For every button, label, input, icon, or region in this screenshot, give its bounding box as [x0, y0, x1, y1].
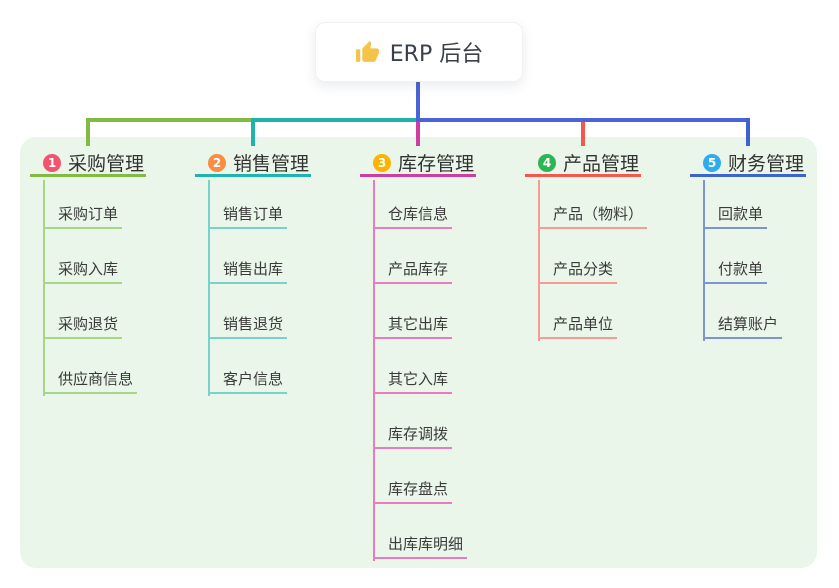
child-node[interactable]: 其它出库 — [373, 314, 453, 339]
child-node[interactable]: 采购退货 — [43, 314, 123, 339]
child-node[interactable]: 客户信息 — [208, 369, 288, 394]
child-label: 其它出库 — [388, 315, 449, 333]
child-node[interactable]: 仓库信息 — [373, 204, 453, 229]
branch-spine-line — [43, 180, 45, 396]
child-label: 库存盘点 — [388, 480, 449, 498]
child-node[interactable]: 结算账户 — [703, 314, 783, 339]
child-label: 采购入库 — [58, 260, 119, 278]
child-node[interactable]: 采购订单 — [43, 204, 123, 229]
child-label: 销售退货 — [223, 315, 284, 333]
branch-title-label: 采购管理 — [68, 153, 145, 175]
root-title: ERP 后台 — [389, 42, 484, 67]
root-stem-line — [416, 82, 420, 122]
child-label: 销售订单 — [223, 205, 284, 223]
child-label: 产品（物料） — [553, 205, 644, 223]
child-label: 产品单位 — [553, 315, 614, 333]
child-node[interactable]: 产品单位 — [538, 314, 618, 339]
thumbs-up-icon — [355, 40, 380, 65]
branch-node-finance[interactable]: 5 财务管理 — [690, 151, 806, 177]
rail-segment-teal — [251, 118, 418, 122]
child-label: 回款单 — [718, 205, 764, 223]
group-panel — [20, 137, 817, 568]
branch-node-purchase[interactable]: 1 采购管理 — [30, 151, 146, 177]
child-node[interactable]: 出库库明细 — [373, 534, 468, 559]
child-label: 付款单 — [718, 260, 764, 278]
child-label: 产品分类 — [553, 260, 614, 278]
child-node[interactable]: 回款单 — [703, 204, 768, 229]
child-node[interactable]: 销售出库 — [208, 259, 288, 284]
connector-drop — [581, 122, 585, 146]
child-node[interactable]: 供应商信息 — [43, 369, 138, 394]
branch-title-label: 财务管理 — [728, 153, 805, 175]
branch-title-label: 库存管理 — [398, 153, 475, 175]
child-label: 库存调拨 — [388, 425, 449, 443]
branch-spine-line — [703, 180, 705, 341]
branch-spine-line — [373, 180, 375, 561]
child-label: 产品库存 — [388, 260, 449, 278]
connector-drop — [746, 118, 750, 146]
child-node[interactable]: 产品分类 — [538, 259, 618, 284]
rail-segment-green — [86, 118, 253, 122]
child-node[interactable]: 产品库存 — [373, 259, 453, 284]
child-node[interactable]: 销售订单 — [208, 204, 288, 229]
branch-number-badge: 2 — [208, 153, 226, 172]
child-label: 仓库信息 — [388, 205, 449, 223]
branch-spine-line — [208, 180, 210, 396]
connector-drop — [416, 122, 420, 146]
branch-node-product[interactable]: 4 产品管理 — [525, 151, 641, 177]
child-node[interactable]: 产品（物料） — [538, 204, 648, 229]
branch-title-label: 产品管理 — [563, 153, 640, 175]
rail-segment-blue — [418, 118, 750, 122]
branch-node-inventory[interactable]: 3 库存管理 — [360, 151, 476, 177]
child-node[interactable]: 销售退货 — [208, 314, 288, 339]
child-node[interactable]: 采购入库 — [43, 259, 123, 284]
child-node[interactable]: 其它入库 — [373, 369, 453, 394]
branch-number-badge: 3 — [373, 153, 391, 172]
child-label: 供应商信息 — [58, 370, 134, 388]
branch-node-sales[interactable]: 2 销售管理 — [195, 151, 311, 177]
child-label: 采购订单 — [58, 205, 119, 223]
child-node[interactable]: 付款单 — [703, 259, 768, 284]
branch-spine-line — [538, 180, 540, 341]
child-label: 出库库明细 — [388, 535, 464, 553]
child-label: 采购退货 — [58, 315, 119, 333]
child-label: 客户信息 — [223, 370, 284, 388]
child-label: 销售出库 — [223, 260, 284, 278]
child-label: 其它入库 — [388, 370, 449, 388]
connector-drop — [86, 118, 90, 146]
branch-title-label: 销售管理 — [233, 153, 310, 175]
branch-number-badge: 5 — [703, 153, 721, 172]
child-label: 结算账户 — [718, 315, 779, 333]
child-node[interactable]: 库存调拨 — [373, 424, 453, 449]
branch-number-badge: 1 — [43, 153, 61, 172]
child-node[interactable]: 库存盘点 — [373, 479, 453, 504]
connector-drop — [251, 118, 255, 146]
branch-number-badge: 4 — [538, 153, 556, 172]
root-node[interactable]: ERP 后台 — [315, 22, 523, 82]
